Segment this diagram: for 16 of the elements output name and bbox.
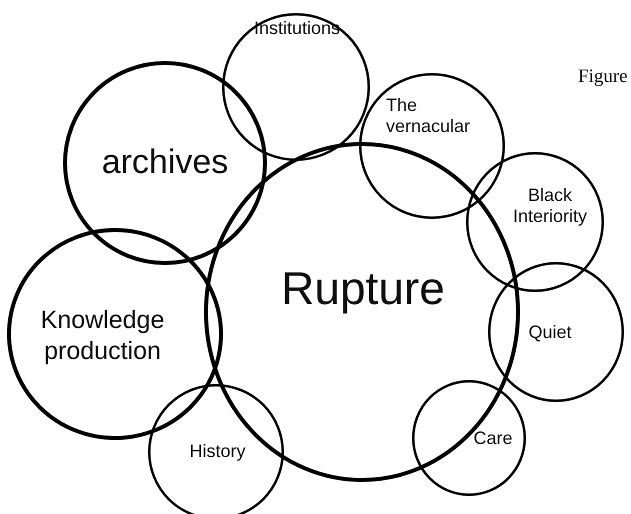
node-label: Quiet [527,322,573,343]
node-label: Care [472,428,514,449]
circle-node [63,61,267,265]
circle-node [488,262,624,402]
node-label: The vernacular [386,95,472,136]
node-label: Knowledge production [40,305,166,368]
figure-label: Figure [578,66,628,88]
node-label: Rupture [280,262,446,315]
circle-node [466,152,604,292]
circle-node [412,380,526,496]
circle-node [7,228,223,440]
circle-node [359,73,505,219]
node-label: Black Interiority [512,185,588,226]
node-label: archives [100,143,230,182]
node-label: History [188,441,246,462]
node-label: Institutions [252,18,342,39]
